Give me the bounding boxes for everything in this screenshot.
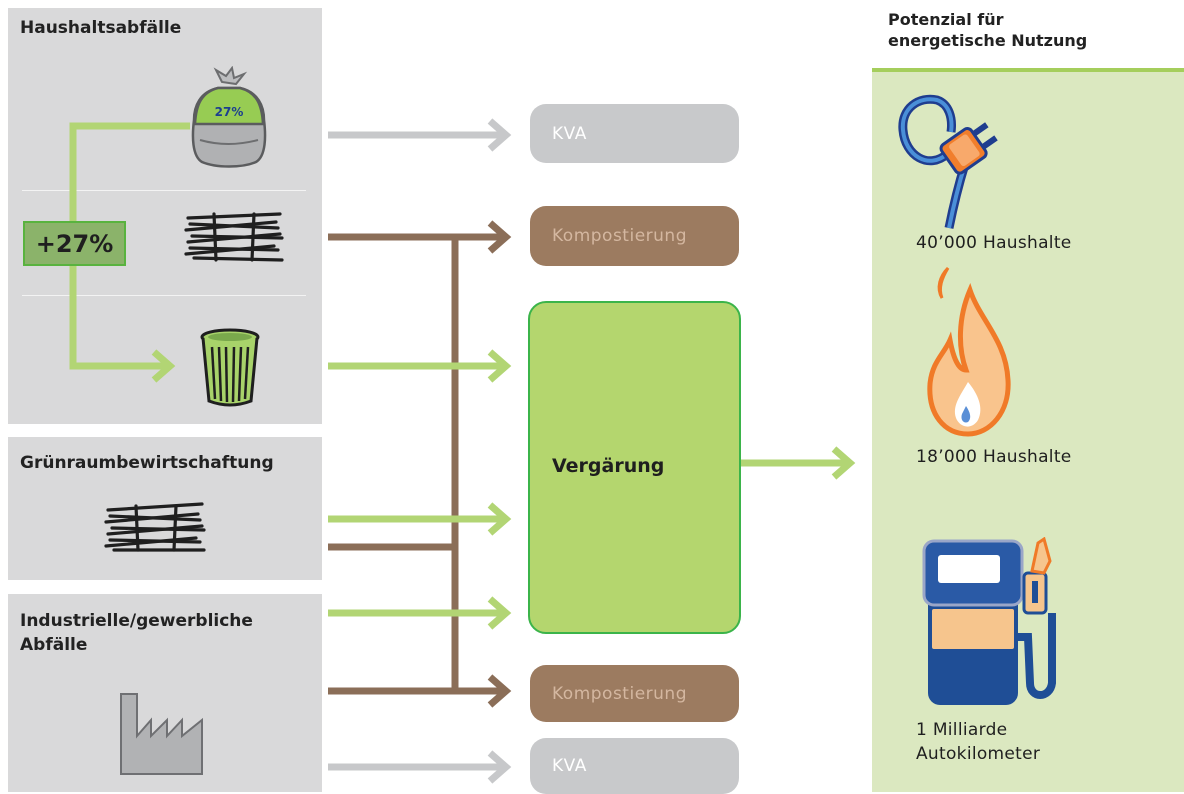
gruenraum-title: Grünraumbewirtschaftung <box>20 453 274 473</box>
gray-arrow-top-head <box>487 118 512 152</box>
potential-title: Potenzial für energetische Nutzung <box>888 9 1087 51</box>
potential-title-line1: Potenzial für <box>888 10 1004 29</box>
kompostierung-box-top: Kompostierung <box>530 206 739 266</box>
fuel-label-line2: Autokilometer <box>916 744 1041 764</box>
flame-icon <box>927 266 1011 437</box>
kva-box-bottom: KVA <box>530 738 739 794</box>
power-plug-icon <box>898 94 998 229</box>
vergaerung-label: Vergärung <box>552 455 665 477</box>
brown-arrow-top-head <box>487 220 512 254</box>
industrie-title-line2: Abfälle <box>20 635 88 655</box>
fuel-pump-icon <box>922 537 1056 705</box>
divider-bottom <box>22 295 306 296</box>
kompostierung-box-bottom: Kompostierung <box>530 665 739 722</box>
green-arrow-gruen-head <box>487 502 512 536</box>
potential-title-line2: energetische Nutzung <box>888 31 1088 50</box>
green-arrow-output-head <box>831 446 856 480</box>
increase-badge: +27% <box>23 221 126 266</box>
gray-arrow-bottom-head <box>487 750 512 784</box>
green-arrow-industrie-head <box>487 596 512 630</box>
bag-percent-label: 27% <box>215 105 244 119</box>
industrie-title-line1: Industrielle/gewerbliche <box>20 611 253 631</box>
vergaerung-box <box>528 301 741 634</box>
divider-top <box>22 190 306 191</box>
heat-label: 18’000 Haushalte <box>916 447 1072 467</box>
fuel-label: 1 Milliarde Autokilometer <box>916 719 1040 766</box>
factory-icon <box>120 693 203 775</box>
green-arrow-bin-head <box>487 349 512 383</box>
panel-gruenraum <box>8 437 322 580</box>
garbage-bag-icon: 27% <box>191 66 267 168</box>
branches-gruen-icon <box>104 502 206 552</box>
kva-box-top: KVA <box>530 104 739 163</box>
organic-bin-icon <box>200 328 260 407</box>
brown-arrow-bottom-head <box>487 674 512 708</box>
fuel-label-line1: 1 Milliarde <box>916 720 1008 740</box>
branches-icon <box>184 212 284 262</box>
green-loop-arrowhead <box>151 349 176 383</box>
haushalt-title: Haushaltsabfälle <box>20 18 182 38</box>
electricity-label: 40’000 Haushalte <box>916 233 1072 253</box>
